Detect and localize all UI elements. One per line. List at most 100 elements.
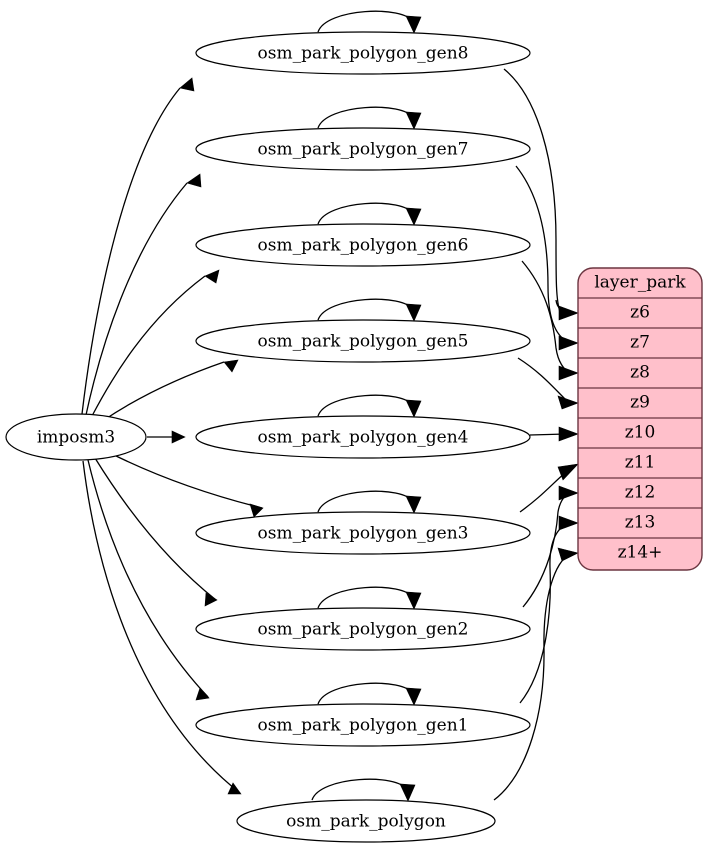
edge-imposm3-gen3 bbox=[109, 452, 263, 509]
arrowhead-gen4-z10 bbox=[558, 426, 579, 442]
node-gen7[interactable]: osm_park_polygon_gen7 bbox=[195, 127, 531, 171]
arrowhead-self-loop-gen7 bbox=[405, 111, 422, 130]
node-gen2[interactable]: osm_park_polygon_gen2 bbox=[195, 607, 531, 651]
arrowhead-gen1-z13 bbox=[558, 515, 579, 531]
node-gen4[interactable]: osm_park_polygon_gen4 bbox=[195, 415, 531, 459]
layer-park-row-label-z7: z7 bbox=[630, 333, 650, 353]
self-loop-edges bbox=[311, 10, 422, 802]
layer-park-row-z8[interactable]: z8 bbox=[578, 363, 702, 389]
layer-park-row-z11[interactable]: z11 bbox=[578, 453, 702, 479]
edges-to-layer-park bbox=[493, 68, 579, 801]
arrowhead-imposm3-gen5 bbox=[223, 359, 239, 373]
layer-park-header-label: layer_park bbox=[594, 273, 686, 293]
layer-park-row-label-z10: z10 bbox=[625, 423, 656, 443]
self-loop-gen4 bbox=[317, 394, 414, 417]
arrowhead-imposm3-gen7 bbox=[186, 173, 202, 188]
node-base-label: osm_park_polygon bbox=[286, 812, 446, 832]
layer-park-header-row: layer_park bbox=[578, 273, 702, 299]
node-gen4-label: osm_park_polygon_gen4 bbox=[258, 428, 469, 448]
edge-base-z14 bbox=[493, 553, 571, 801]
node-gen6[interactable]: osm_park_polygon_gen6 bbox=[195, 223, 531, 267]
arrowhead-base-z14 bbox=[557, 547, 579, 562]
edge-gen8-z6 bbox=[503, 68, 561, 313]
node-gen1-label: osm_park_polygon_gen1 bbox=[258, 716, 469, 736]
arrowhead-self-loop-gen3 bbox=[405, 495, 422, 514]
arrowhead-gen5-z9 bbox=[557, 395, 579, 410]
layer-park-row-label-z14plus: z14+ bbox=[618, 543, 663, 563]
layer-park-row-label-z6: z6 bbox=[630, 303, 650, 323]
layer-park-row-label-z8: z8 bbox=[630, 363, 650, 383]
arrowhead-imposm3-gen6 bbox=[204, 269, 220, 284]
arrowhead-gen6-z8 bbox=[558, 365, 579, 381]
node-gen5-label: osm_park_polygon_gen5 bbox=[258, 332, 469, 352]
layer-park-table-outline bbox=[577, 267, 703, 571]
arrowhead-gen2-z12 bbox=[558, 485, 579, 501]
node-base-shape bbox=[236, 799, 496, 843]
edge-imposm3-gen1 bbox=[87, 459, 209, 698]
node-gen2-label: osm_park_polygon_gen2 bbox=[258, 620, 469, 640]
self-loop-gen5 bbox=[317, 298, 414, 321]
node-gen3-shape bbox=[195, 511, 531, 555]
self-loop-gen3 bbox=[317, 490, 414, 513]
node-gen5-shape bbox=[195, 319, 531, 363]
edge-gen8-z6-tail bbox=[555, 299, 571, 314]
arrowhead-self-loop-gen4 bbox=[405, 399, 422, 418]
node-gen7-label: osm_park_polygon_gen7 bbox=[258, 140, 469, 160]
self-loop-gen8 bbox=[317, 10, 414, 33]
arrowhead-imposm3-gen1 bbox=[195, 687, 210, 701]
arrowhead-imposm3-gen2 bbox=[204, 592, 218, 607]
layer-park-row-z10[interactable]: z10 bbox=[578, 423, 702, 449]
edge-gen5-z9 bbox=[517, 357, 567, 401]
arrowhead-gen7-z7 bbox=[558, 335, 579, 351]
arrowhead-imposm3-gen3 bbox=[249, 503, 264, 518]
node-gen3[interactable]: osm_park_polygon_gen3 bbox=[195, 511, 531, 555]
layer-park-row-label-z9: z9 bbox=[630, 393, 650, 413]
arrowhead-self-loop-gen2 bbox=[405, 591, 422, 610]
arrowhead-imposm3-base bbox=[227, 782, 242, 795]
node-gen6-shape bbox=[195, 223, 531, 267]
arrowhead-self-loop-gen5 bbox=[405, 303, 422, 322]
edges-from-imposm3 bbox=[81, 77, 264, 795]
node-imposm3[interactable]: imposm3 bbox=[5, 413, 147, 461]
node-gen8-label: osm_park_polygon_gen8 bbox=[258, 44, 469, 64]
node-gen1[interactable]: osm_park_polygon_gen1 bbox=[195, 703, 531, 747]
node-gen7-shape bbox=[195, 127, 531, 171]
node-gen8[interactable]: osm_park_polygon_gen8 bbox=[195, 31, 531, 75]
layer-park-row-label-z11: z11 bbox=[625, 453, 656, 473]
node-gen3-label: osm_park_polygon_gen3 bbox=[258, 524, 469, 544]
node-gen8-shape bbox=[195, 31, 531, 75]
self-loop-gen1 bbox=[317, 682, 414, 705]
edge-imposm3-gen2 bbox=[94, 457, 217, 601]
node-base[interactable]: osm_park_polygon bbox=[236, 799, 496, 843]
self-loop-gen7 bbox=[317, 106, 414, 129]
layer-park-row-z14plus[interactable]: z14+ bbox=[618, 543, 663, 563]
edge-imposm3-base bbox=[82, 460, 241, 794]
arrowhead-self-loop-base bbox=[399, 783, 416, 802]
edge-imposm3-gen6 bbox=[91, 275, 206, 417]
layer-park-row-label-z12: z12 bbox=[625, 483, 656, 503]
node-imposm3-shape bbox=[5, 413, 147, 461]
node-gen2-shape bbox=[195, 607, 531, 651]
self-loop-gen6 bbox=[317, 202, 414, 225]
edge-imposm3-gen8 bbox=[81, 87, 181, 415]
layer-park-row-z13[interactable]: z13 bbox=[578, 513, 702, 539]
arrowhead-imposm3-gen4 bbox=[171, 430, 186, 444]
node-gen1-shape bbox=[195, 703, 531, 747]
layer-park-row-z6[interactable]: z6 bbox=[578, 303, 702, 329]
arrowhead-imposm3-gen8 bbox=[179, 77, 195, 92]
layer-park-row-z7[interactable]: z7 bbox=[578, 333, 702, 359]
arrowhead-self-loop-gen6 bbox=[405, 207, 422, 226]
node-gen5[interactable]: osm_park_polygon_gen5 bbox=[195, 319, 531, 363]
node-imposm3-label: imposm3 bbox=[37, 428, 115, 448]
edge-imposm3-gen5 bbox=[103, 361, 225, 421]
arrowhead-self-loop-gen1 bbox=[405, 687, 422, 706]
self-loop-base bbox=[311, 778, 408, 801]
node-gen4-shape bbox=[195, 415, 531, 459]
layer-park-table[interactable]: layer_park z6 z7 z8 z9 bbox=[577, 267, 703, 571]
layer-park-row-z12[interactable]: z12 bbox=[578, 483, 702, 509]
layer-park-row-z9[interactable]: z9 bbox=[578, 393, 702, 419]
arrowhead-self-loop-gen8 bbox=[405, 15, 422, 34]
arrowhead-gen3-z11 bbox=[557, 463, 579, 481]
